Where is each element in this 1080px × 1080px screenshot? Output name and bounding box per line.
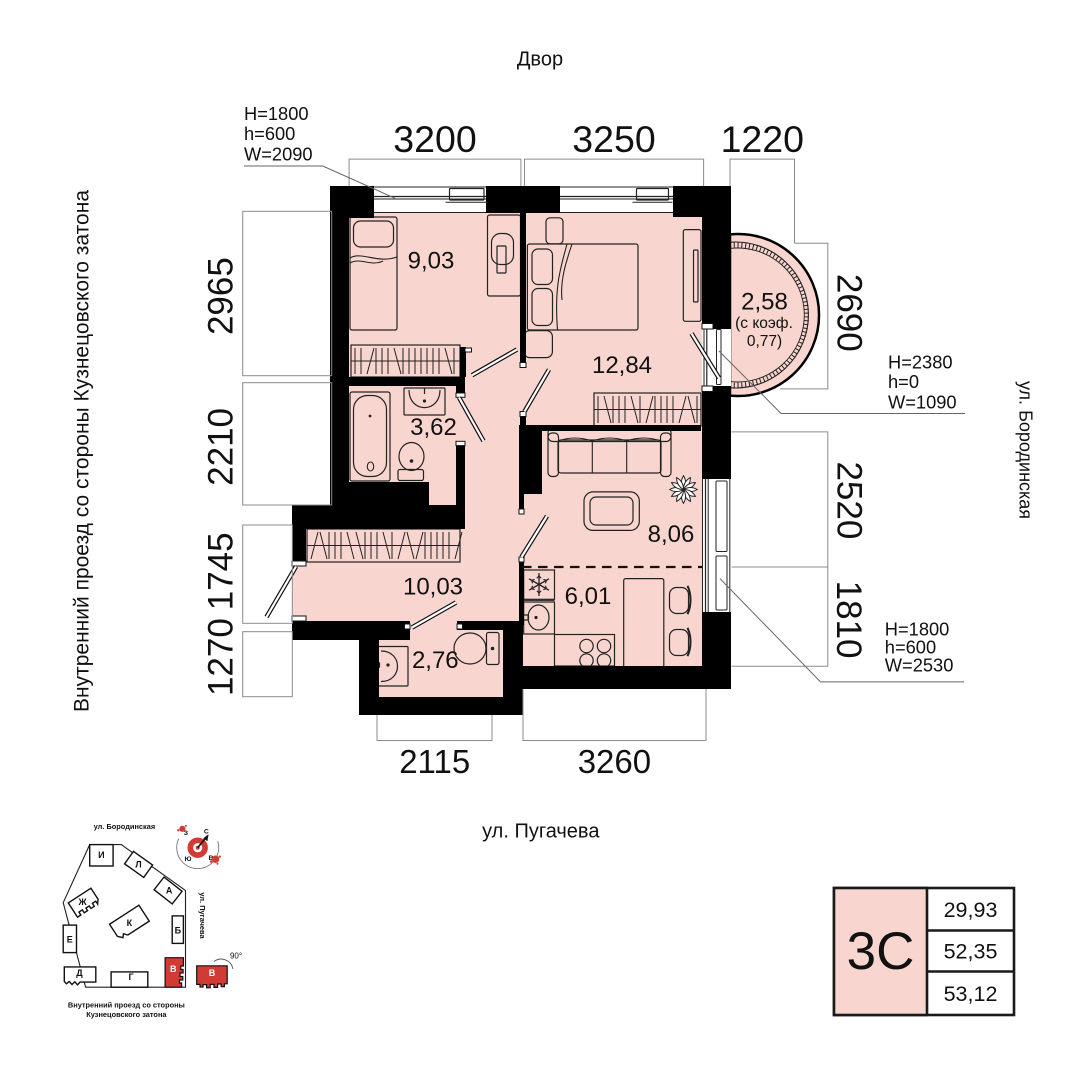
svg-text:1270: 1270 [201,618,240,696]
svg-text:H=1800: H=1800 [885,618,950,639]
svg-text:В: В [209,968,216,978]
svg-text:H=1800: H=1800 [244,103,309,124]
svg-text:3С: 3С [847,922,915,981]
svg-text:W=2090: W=2090 [244,144,313,165]
svg-text:29,93: 29,93 [944,898,998,922]
svg-text:Д: Д [76,968,83,978]
svg-text:2115: 2115 [399,743,470,780]
svg-text:Внутренний проезд со стороны К: Внутренний проезд со стороны Кузнецовско… [71,190,94,712]
svg-text:(с коэф.: (с коэф. [735,315,793,332]
svg-text:3200: 3200 [393,118,476,160]
svg-text:h=600: h=600 [244,123,295,144]
svg-text:В: В [170,964,177,974]
svg-text:ул. Пугачева: ул. Пугачева [198,892,207,939]
svg-text:ул. Пугачева: ул. Пугачева [482,820,600,842]
svg-text:Двор: Двор [517,48,563,70]
svg-text:Ж: Ж [78,897,88,907]
svg-text:И: И [98,850,104,860]
svg-text:Внутренний проезд со стороны: Внутренний проезд со стороны [68,1001,185,1010]
svg-text:1745: 1745 [201,532,240,610]
svg-text:0,77): 0,77) [747,333,782,350]
svg-text:2690: 2690 [830,274,869,352]
svg-text:ул. Бородинская: ул. Бородинская [1016,381,1036,519]
svg-text:ул. Бородинская: ул. Бородинская [94,822,156,831]
svg-text:9,03: 9,03 [408,248,455,275]
svg-text:2,76: 2,76 [412,647,459,674]
svg-text:1810: 1810 [829,581,868,659]
svg-text:H=2380: H=2380 [888,351,953,372]
svg-text:2,58: 2,58 [741,289,788,316]
svg-text:Б: Б [175,925,182,935]
svg-text:6,01: 6,01 [565,583,612,610]
svg-text:2520: 2520 [830,461,869,539]
svg-text:W=2530: W=2530 [885,655,954,676]
svg-text:Е: Е [67,935,73,945]
svg-text:2965: 2965 [201,257,240,335]
svg-text:С: С [204,828,209,835]
svg-text:W=1090: W=1090 [888,391,957,412]
svg-text:З: З [184,830,188,837]
svg-text:3250: 3250 [572,118,655,160]
svg-text:2210: 2210 [201,408,240,486]
svg-text:Ю: Ю [184,856,191,863]
svg-text:В: В [208,855,213,862]
svg-text:К: К [127,918,133,928]
svg-text:8,06: 8,06 [648,521,695,548]
svg-text:53,12: 53,12 [944,982,998,1006]
svg-text:h=0: h=0 [888,371,919,392]
svg-text:Г: Г [128,972,133,982]
svg-text:Л: Л [135,860,141,870]
svg-text:90°: 90° [230,952,242,961]
svg-text:3260: 3260 [578,743,651,780]
svg-text:Кузнецовского затона: Кузнецовского затона [86,1010,167,1019]
svg-text:10,03: 10,03 [403,574,463,601]
svg-text:12,84: 12,84 [592,352,652,379]
svg-text:А: А [166,886,173,896]
svg-text:1220: 1220 [721,118,804,160]
svg-text:h=600: h=600 [885,637,936,658]
svg-text:3,62: 3,62 [410,414,457,441]
svg-text:52,35: 52,35 [944,940,998,964]
